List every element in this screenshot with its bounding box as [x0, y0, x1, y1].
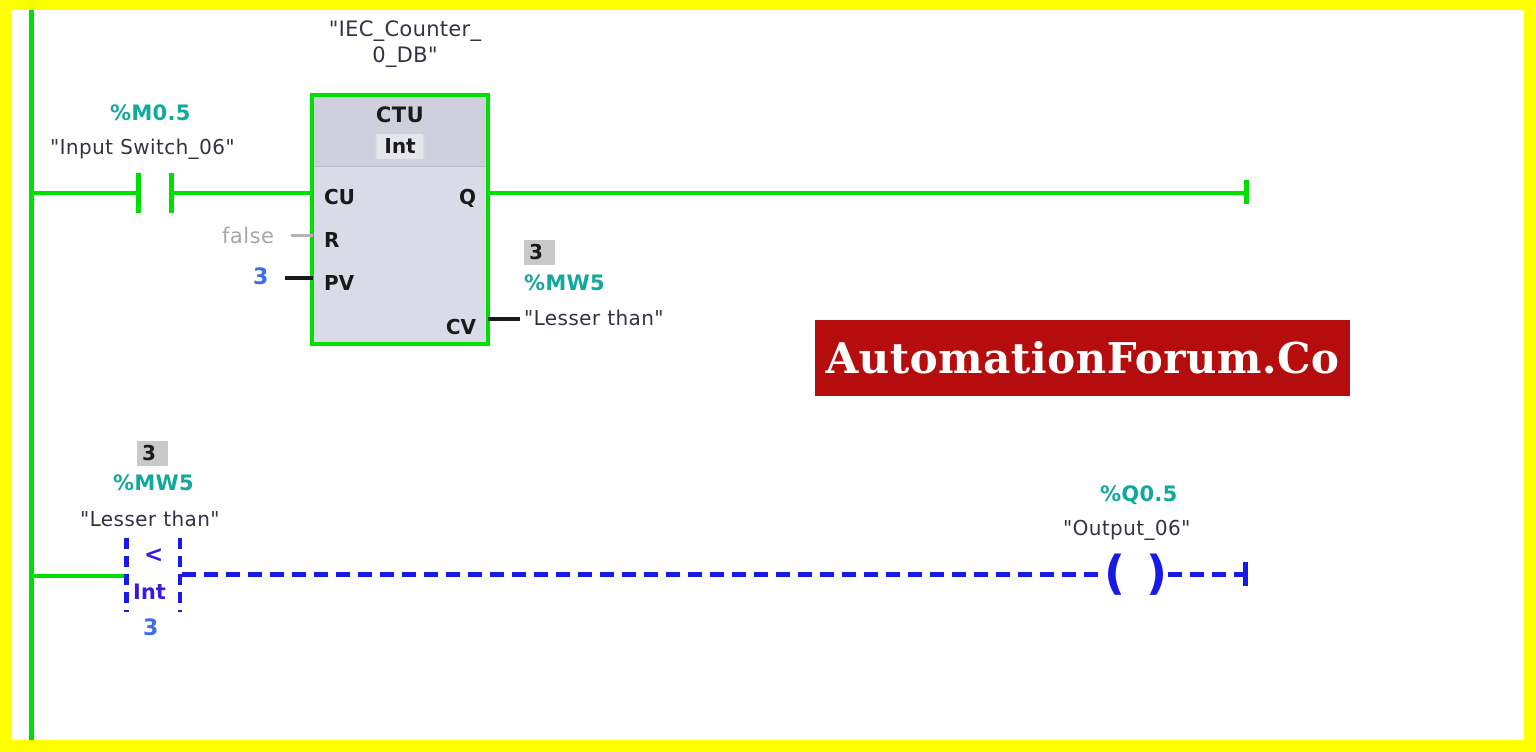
rung1-wire-contact-to-block — [172, 191, 312, 195]
rung2-compare-datatype: Int — [133, 580, 166, 604]
ctu-pin-pv[interactable]: PV — [324, 271, 355, 295]
ctu-instance-name: "IEC_Counter_ 0_DB" — [300, 17, 510, 68]
rung2-compare-bar-left[interactable] — [124, 538, 129, 612]
rung1-contact-bar-left[interactable] — [136, 173, 141, 213]
rung1-contact-address: %M0.5 — [110, 101, 191, 125]
rung1-contact-bar-right[interactable] — [169, 173, 174, 213]
ctu-pv-input-value: 3 — [253, 265, 269, 290]
ctu-function-block[interactable]: CTU Int CU R PV Q CV — [310, 93, 490, 346]
rung2-coil-open-paren[interactable]: ( — [1104, 546, 1126, 600]
ctu-block-title: CTU — [375, 103, 425, 127]
ctu-instance-name-line1: "IEC_Counter_ — [328, 17, 482, 41]
rung2-end-tick — [1243, 562, 1248, 586]
rung1-cv-monitor-value: 3 — [524, 240, 555, 265]
power-rail-left — [29, 10, 34, 740]
ctu-block-datatype: Int — [375, 133, 425, 160]
rung2-compare-value: 3 — [143, 616, 159, 641]
rung1-cv-address: %MW5 — [524, 271, 605, 295]
rung2-coil-address: %Q0.5 — [1100, 482, 1178, 506]
rung2-compare-bar-right[interactable] — [178, 538, 182, 612]
ctu-cv-output-wire — [488, 317, 520, 321]
rung2-wire-rail-to-compare — [30, 574, 128, 578]
ctu-instance-name-line2: 0_DB" — [372, 42, 438, 67]
rung1-wire-rail-to-contact — [30, 191, 138, 195]
rung2-wire-coil-to-end — [1168, 572, 1248, 577]
ctu-r-input-value: false — [222, 224, 275, 248]
rung2-wire-compare-to-coil — [182, 572, 1104, 577]
ctu-pv-input-wire — [285, 276, 313, 280]
watermark-text: AutomationForum.Co — [825, 333, 1340, 383]
rung1-cv-symbol: "Lesser than" — [524, 306, 664, 330]
watermark-banner: AutomationForum.Co — [815, 320, 1350, 396]
rung1-contact-symbol: "Input Switch_06" — [50, 135, 235, 159]
rung2-compare-address: %MW5 — [113, 471, 194, 495]
ctu-pin-r[interactable]: R — [324, 228, 340, 252]
ctu-pin-cv[interactable]: CV — [445, 315, 476, 339]
rung2-coil-symbol: "Output_06" — [1063, 516, 1191, 540]
ctu-pin-q[interactable]: Q — [458, 185, 476, 209]
rung1-wire-q-to-end — [488, 191, 1248, 195]
ctu-r-input-wire — [291, 234, 313, 237]
ctu-pin-cu[interactable]: CU — [324, 185, 355, 209]
rung1-end-tick — [1244, 180, 1249, 204]
rung2-compare-monitor-value: 3 — [137, 441, 168, 466]
rung2-coil-close-paren[interactable]: ) — [1146, 546, 1168, 600]
rung2-compare-symbol: "Lesser than" — [80, 507, 220, 531]
rung2-compare-operator: < — [144, 542, 164, 568]
